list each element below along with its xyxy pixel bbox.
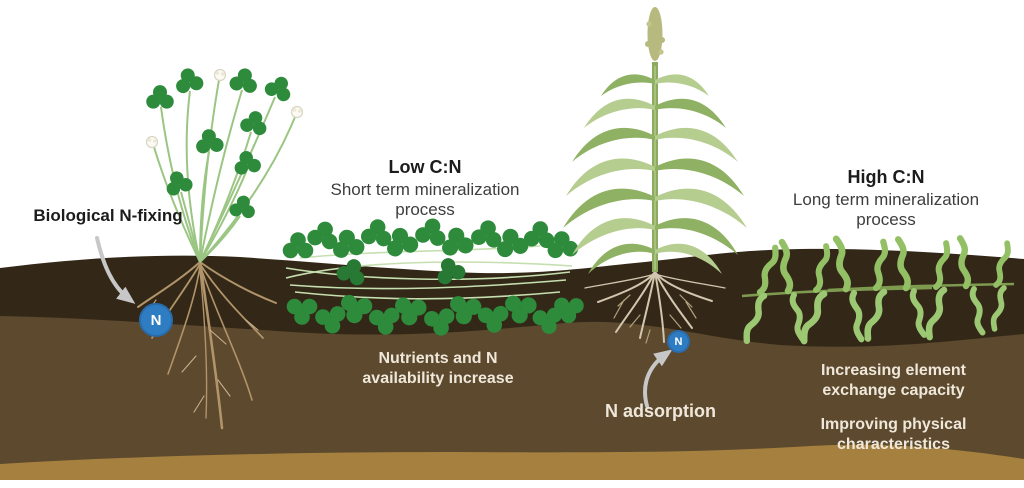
high-cn-subtitle: Long term mineralization process [792, 189, 980, 230]
corn-tassel [647, 7, 663, 61]
clover-roots [137, 258, 277, 430]
high-cn-block: High C:N Long term mineralization proces… [766, 166, 1006, 231]
corn-leaves [563, 74, 747, 274]
corn-roots [584, 271, 726, 344]
soil-mid-layer [0, 316, 1024, 480]
clover-plant [145, 65, 304, 263]
biological-n-fixing-label: Biological N-fixing [33, 206, 183, 225]
n-fixing-arrow-icon [95, 236, 136, 304]
n-adsorption-label: N adsorption [605, 401, 716, 421]
corn-residue [742, 238, 1015, 342]
clover-mulch [282, 215, 584, 339]
low-cn-subtitle: Short term mineralization process [330, 179, 520, 220]
n-adsorption-arrow-icon [643, 349, 673, 408]
soil-tan-layer [0, 444, 1024, 480]
nitrogen-symbol: N [674, 335, 683, 348]
low-cn-block: Low C:N Short term mineralization proces… [305, 156, 545, 221]
soil-layers [0, 248, 1024, 480]
nutrients-note: Nutrients and N availability increase [362, 350, 514, 387]
exchange-capacity-note: Increasing element exchange capacity [821, 362, 966, 399]
nitrogen-badge-icon-left: N [139, 303, 173, 337]
nitrogen-badge-icon-right: N [667, 330, 690, 353]
high-cn-title: High C:N [847, 167, 925, 187]
physical-characteristics-note: Improving physical characteristics [820, 416, 967, 453]
corn-plant [563, 7, 747, 274]
nitrogen-symbol: N [150, 311, 162, 329]
low-cn-title: Low C:N [388, 157, 462, 177]
high-cn-notes: Increasing element exchange capacity Imp… [806, 361, 981, 455]
